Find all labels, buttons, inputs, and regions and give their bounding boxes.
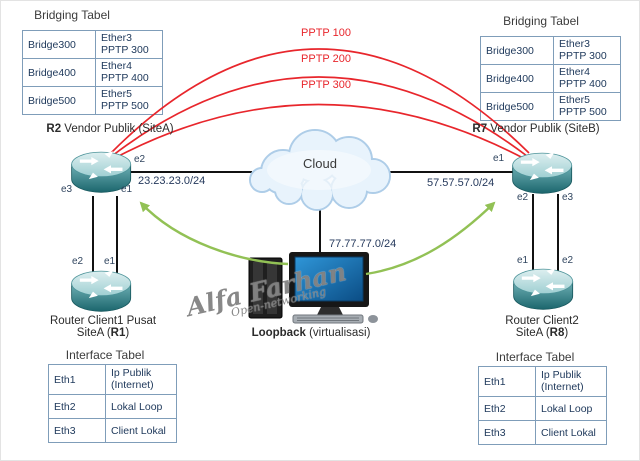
bridge-detail-cell: Ether5 PPTP 500 bbox=[95, 86, 163, 115]
r2-label: R2 Vendor Publik (SiteA) bbox=[30, 123, 190, 135]
router-r1-icon bbox=[71, 269, 132, 312]
r1-port-e2-label: e2 bbox=[72, 256, 84, 267]
pc-mouse bbox=[368, 315, 378, 323]
r2-port-e3-label: e3 bbox=[61, 184, 73, 195]
r7-port-e3-label: e3 bbox=[562, 192, 574, 203]
r7-port-e2-label: e2 bbox=[517, 192, 529, 203]
bridging-table-right-title: Bridging Tabel bbox=[503, 14, 579, 28]
r1-desc-line1: Router Client1 Pusat bbox=[49, 315, 157, 327]
eth-cell: Eth3 bbox=[478, 420, 536, 445]
bridging-table-left-title: Bridging Tabel bbox=[34, 8, 110, 22]
pptp-100-label: PPTP 100 bbox=[301, 27, 351, 39]
r8-desc-line2: SiteA (R8) bbox=[515, 327, 569, 339]
r2-name: R2 bbox=[46, 123, 62, 135]
eth-cell: Eth2 bbox=[478, 396, 536, 421]
table-row: Eth2 Lokal Loop bbox=[478, 396, 607, 421]
bridge-cell: Bridge400 bbox=[480, 64, 554, 93]
loopback-desc: (virtualisasi) bbox=[305, 327, 371, 339]
table-row: Eth1 Ip Publik (Internet) bbox=[478, 366, 607, 397]
pptp-tunnel-arcs bbox=[110, 48, 530, 160]
table-row: Eth1 Ip Publik (Internet) bbox=[48, 364, 177, 395]
eth-desc-cell: Client Lokal bbox=[105, 418, 177, 443]
bridge-cell: Bridge400 bbox=[22, 58, 96, 87]
table-row: Bridge300 Ether3 PPTP 300 bbox=[22, 30, 163, 59]
table-row: Bridge400 Ether4 PPTP 400 bbox=[480, 64, 621, 93]
r7-desc: Vendor Publik (SiteB) bbox=[487, 123, 600, 135]
r8-port-e2-label: e2 bbox=[562, 255, 574, 266]
ip-left-label: 23.23.23.0/24 bbox=[138, 175, 206, 187]
eth-cell: Eth2 bbox=[48, 394, 106, 419]
eth-cell: Eth1 bbox=[48, 364, 106, 395]
eth-desc-cell: Client Lokal bbox=[535, 420, 607, 445]
eth-desc-cell: Ip Publik (Internet) bbox=[535, 366, 607, 397]
interface-table-left: Eth1 Ip Publik (Internet) Eth2 Lokal Loo… bbox=[48, 364, 177, 443]
bridging-table-left: Bridge300 Ether3 PPTP 300 Bridge400 Ethe… bbox=[22, 30, 163, 115]
eth-desc-cell: Lokal Loop bbox=[105, 394, 177, 419]
r1-port-e1-label: e1 bbox=[104, 256, 116, 267]
loopback-label: Loopback (virtualisasi) bbox=[241, 327, 381, 339]
r2-desc: Vendor Publik (SiteA) bbox=[61, 123, 174, 135]
r1-desc-line2: SiteA (R1) bbox=[76, 327, 130, 339]
bridge-cell: Bridge500 bbox=[480, 92, 554, 121]
pc-keyboard bbox=[292, 314, 364, 324]
bridging-table-right: Bridge300 Ether3 PPTP 300 Bridge400 Ethe… bbox=[480, 36, 621, 121]
arrow-to-left-link bbox=[139, 201, 289, 266]
table-row: Bridge500 Ether5 PPTP 500 bbox=[22, 86, 163, 115]
table-row: Bridge500 Ether5 PPTP 500 bbox=[480, 92, 621, 121]
pptp-200-label: PPTP 200 bbox=[301, 53, 351, 65]
bridge-detail-cell: Ether3 PPTP 300 bbox=[95, 30, 163, 59]
r2-port-e1-label: e1 bbox=[121, 184, 133, 195]
r7-label: R7 Vendor Publik (SiteB) bbox=[456, 123, 616, 135]
pc-stand bbox=[317, 307, 343, 315]
table-row: Eth3 Client Lokal bbox=[48, 418, 177, 443]
table-row: Eth3 Client Lokal bbox=[478, 420, 607, 445]
eth-cell: Eth3 bbox=[48, 418, 106, 443]
bridge-cell: Bridge500 bbox=[22, 86, 96, 115]
bridge-cell: Bridge300 bbox=[22, 30, 96, 59]
bridge-detail-cell: Ether4 PPTP 400 bbox=[553, 64, 621, 93]
table-row: Bridge400 Ether4 PPTP 400 bbox=[22, 58, 163, 87]
bridge-detail-cell: Ether5 PPTP 500 bbox=[553, 92, 621, 121]
bridge-detail-cell: Ether4 PPTP 400 bbox=[95, 58, 163, 87]
table-row: Eth2 Lokal Loop bbox=[48, 394, 177, 419]
loopback-name: Loopback bbox=[251, 327, 306, 339]
r2-port-e2-label: e2 bbox=[134, 154, 146, 165]
r7-name: R7 bbox=[472, 123, 488, 135]
cloud-label: Cloud bbox=[303, 156, 337, 171]
r8-label: Router Client2 SiteA (R8) bbox=[472, 315, 612, 339]
interface-table-left-title: Interface Tabel bbox=[65, 348, 145, 362]
router-r8-icon bbox=[513, 267, 574, 310]
eth-desc-cell: Lokal Loop bbox=[535, 396, 607, 421]
bridge-cell: Bridge300 bbox=[480, 36, 554, 65]
table-row: Bridge300 Ether3 PPTP 300 bbox=[480, 36, 621, 65]
ip-right-label: 57.57.57.0/24 bbox=[427, 177, 495, 189]
r8-desc-line1: Router Client2 bbox=[505, 315, 579, 327]
bridge-detail-cell: Ether3 PPTP 300 bbox=[553, 36, 621, 65]
watermark: Alfa Farhan Open-networking bbox=[184, 257, 350, 329]
router-r7-icon bbox=[512, 151, 573, 194]
ip-bottom-label: 77.77.77.0/24 bbox=[329, 238, 397, 250]
pptp-300-label: PPTP 300 bbox=[301, 79, 351, 91]
eth-cell: Eth1 bbox=[478, 366, 536, 397]
interface-table-right: Eth1 Ip Publik (Internet) Eth2 Lokal Loo… bbox=[478, 366, 607, 445]
r1-label: Router Client1 Pusat SiteA (R1) bbox=[33, 315, 173, 339]
eth-desc-cell: Ip Publik (Internet) bbox=[105, 364, 177, 395]
r8-port-e1-label: e1 bbox=[517, 255, 529, 266]
r7-port-e1-label: e1 bbox=[493, 153, 505, 164]
interface-table-right-title: Interface Tabel bbox=[495, 350, 575, 364]
